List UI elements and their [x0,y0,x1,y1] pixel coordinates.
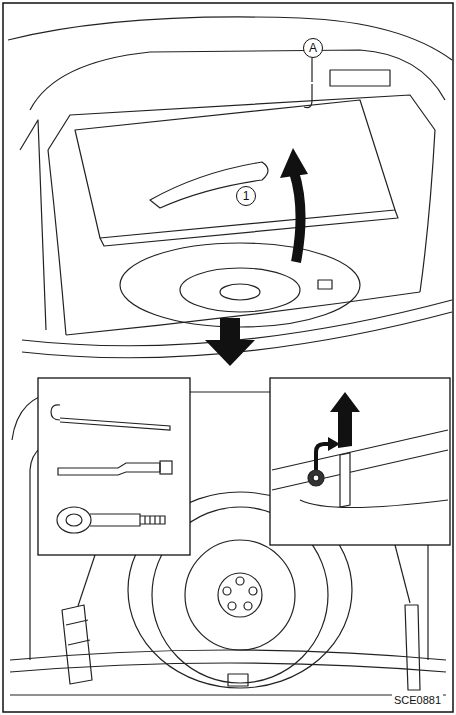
trunk-open-view [8,17,452,358]
callout-number: 1 [236,186,256,206]
tool-set [51,405,172,533]
figure-code: SCE0881 [392,694,443,706]
step-arrow [205,318,255,366]
hook-up-arrow [316,444,330,470]
hook-up-arrowhead [328,437,340,451]
frame-border [3,3,453,712]
tools-inset [38,378,190,555]
callout-letter: A [303,38,323,58]
board-detail [272,430,448,508]
lift-up-arrow [330,392,360,448]
board-inset [270,378,450,545]
lift-arrow [294,172,301,262]
lift-arrowhead [280,148,308,178]
